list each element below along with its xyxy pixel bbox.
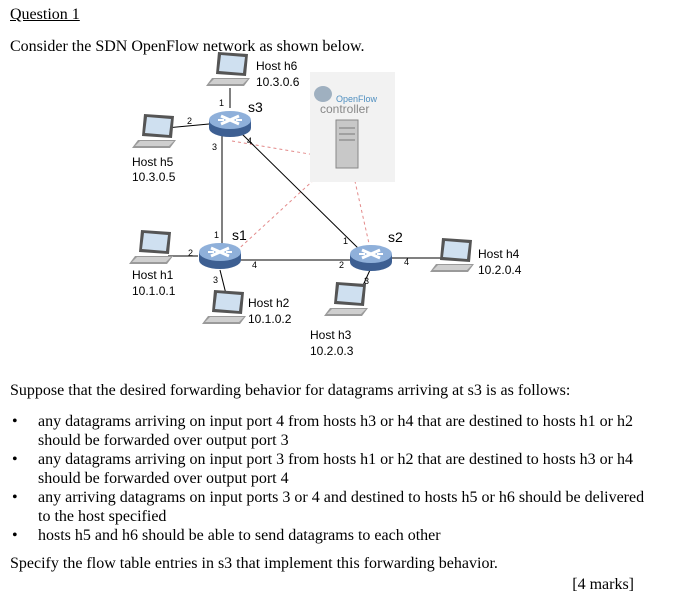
switch-s1: s1 xyxy=(197,227,247,271)
network-diagram: OpenFlow controller s3 s1 s2 1 2 3 4 1 2… xyxy=(129,52,522,358)
svg-text:3: 3 xyxy=(213,275,218,285)
svg-text:10.1.0.2: 10.1.0.2 xyxy=(248,312,292,326)
svg-text:Host h1: Host h1 xyxy=(132,268,174,282)
svg-text:2: 2 xyxy=(187,116,192,126)
question-intro: Consider the SDN OpenFlow network as sho… xyxy=(10,38,365,55)
svg-text:1: 1 xyxy=(219,98,224,108)
switch-s3-label: s3 xyxy=(248,99,263,115)
marks-label: [4 marks] xyxy=(572,576,634,593)
switch-s3: s3 xyxy=(207,99,263,139)
svg-text:10.3.0.6: 10.3.0.6 xyxy=(256,75,300,89)
question-heading: Question 1 xyxy=(10,6,80,23)
host-h5: Host h5 10.3.0.5 xyxy=(132,114,176,184)
svg-text:3: 3 xyxy=(212,142,217,152)
svg-text:1: 1 xyxy=(214,230,219,240)
svg-text:3: 3 xyxy=(364,276,369,286)
host-h4: Host h4 10.2.0.4 xyxy=(430,238,522,277)
switch-s1-label: s1 xyxy=(232,227,247,243)
svg-text:10.2.0.3: 10.2.0.3 xyxy=(310,344,354,358)
svg-text:Host h6: Host h6 xyxy=(256,59,298,73)
port-labels: 1 2 3 4 1 2 3 4 1 2 3 4 xyxy=(187,98,409,286)
svg-text:4: 4 xyxy=(247,136,252,146)
list-item: •any datagrams arriving on input port 3 … xyxy=(12,451,634,487)
svg-text:10.2.0.4: 10.2.0.4 xyxy=(478,263,522,277)
svg-text:Host h3: Host h3 xyxy=(310,328,352,342)
controller-brand: OpenFlow xyxy=(336,94,378,104)
list-item: •any arriving datagrams on input ports 3… xyxy=(12,489,645,525)
server-icon xyxy=(335,119,359,169)
switch-s2: s2 xyxy=(348,229,403,273)
switch-s2-label: s2 xyxy=(388,229,403,245)
host-h6: Host h6 10.3.0.6 xyxy=(206,52,300,89)
data-links xyxy=(165,88,444,303)
svg-text:2: 2 xyxy=(188,248,193,258)
svg-text:10.3.0.5: 10.3.0.5 xyxy=(132,170,176,184)
question-paragraph: Suppose that the desired forwarding beha… xyxy=(10,382,571,399)
svg-text:Host h2: Host h2 xyxy=(248,296,290,310)
forwarding-rules-list: •any datagrams arriving on input port 4 … xyxy=(10,412,650,545)
host-h3: Host h3 10.2.0.3 xyxy=(310,282,368,358)
svg-text:Host h4: Host h4 xyxy=(478,247,520,261)
host-h1: Host h1 10.1.0.1 xyxy=(129,230,176,298)
question-task: Specify the flow table entries in s3 tha… xyxy=(10,555,498,572)
svg-text:Host h5: Host h5 xyxy=(132,155,174,169)
svg-text:4: 4 xyxy=(252,260,257,270)
svg-text:10.1.0.1: 10.1.0.1 xyxy=(132,284,176,298)
openflow-controller: OpenFlow controller xyxy=(310,72,395,182)
svg-text:1: 1 xyxy=(343,236,348,246)
list-item: •any datagrams arriving on input port 4 … xyxy=(12,413,634,449)
svg-text:2: 2 xyxy=(339,260,344,270)
list-item: •hosts h5 and h6 should be able to send … xyxy=(12,527,441,544)
svg-text:4: 4 xyxy=(404,257,409,267)
controller-label: controller xyxy=(320,102,369,116)
host-h2: Host h2 10.1.0.2 xyxy=(202,290,292,326)
